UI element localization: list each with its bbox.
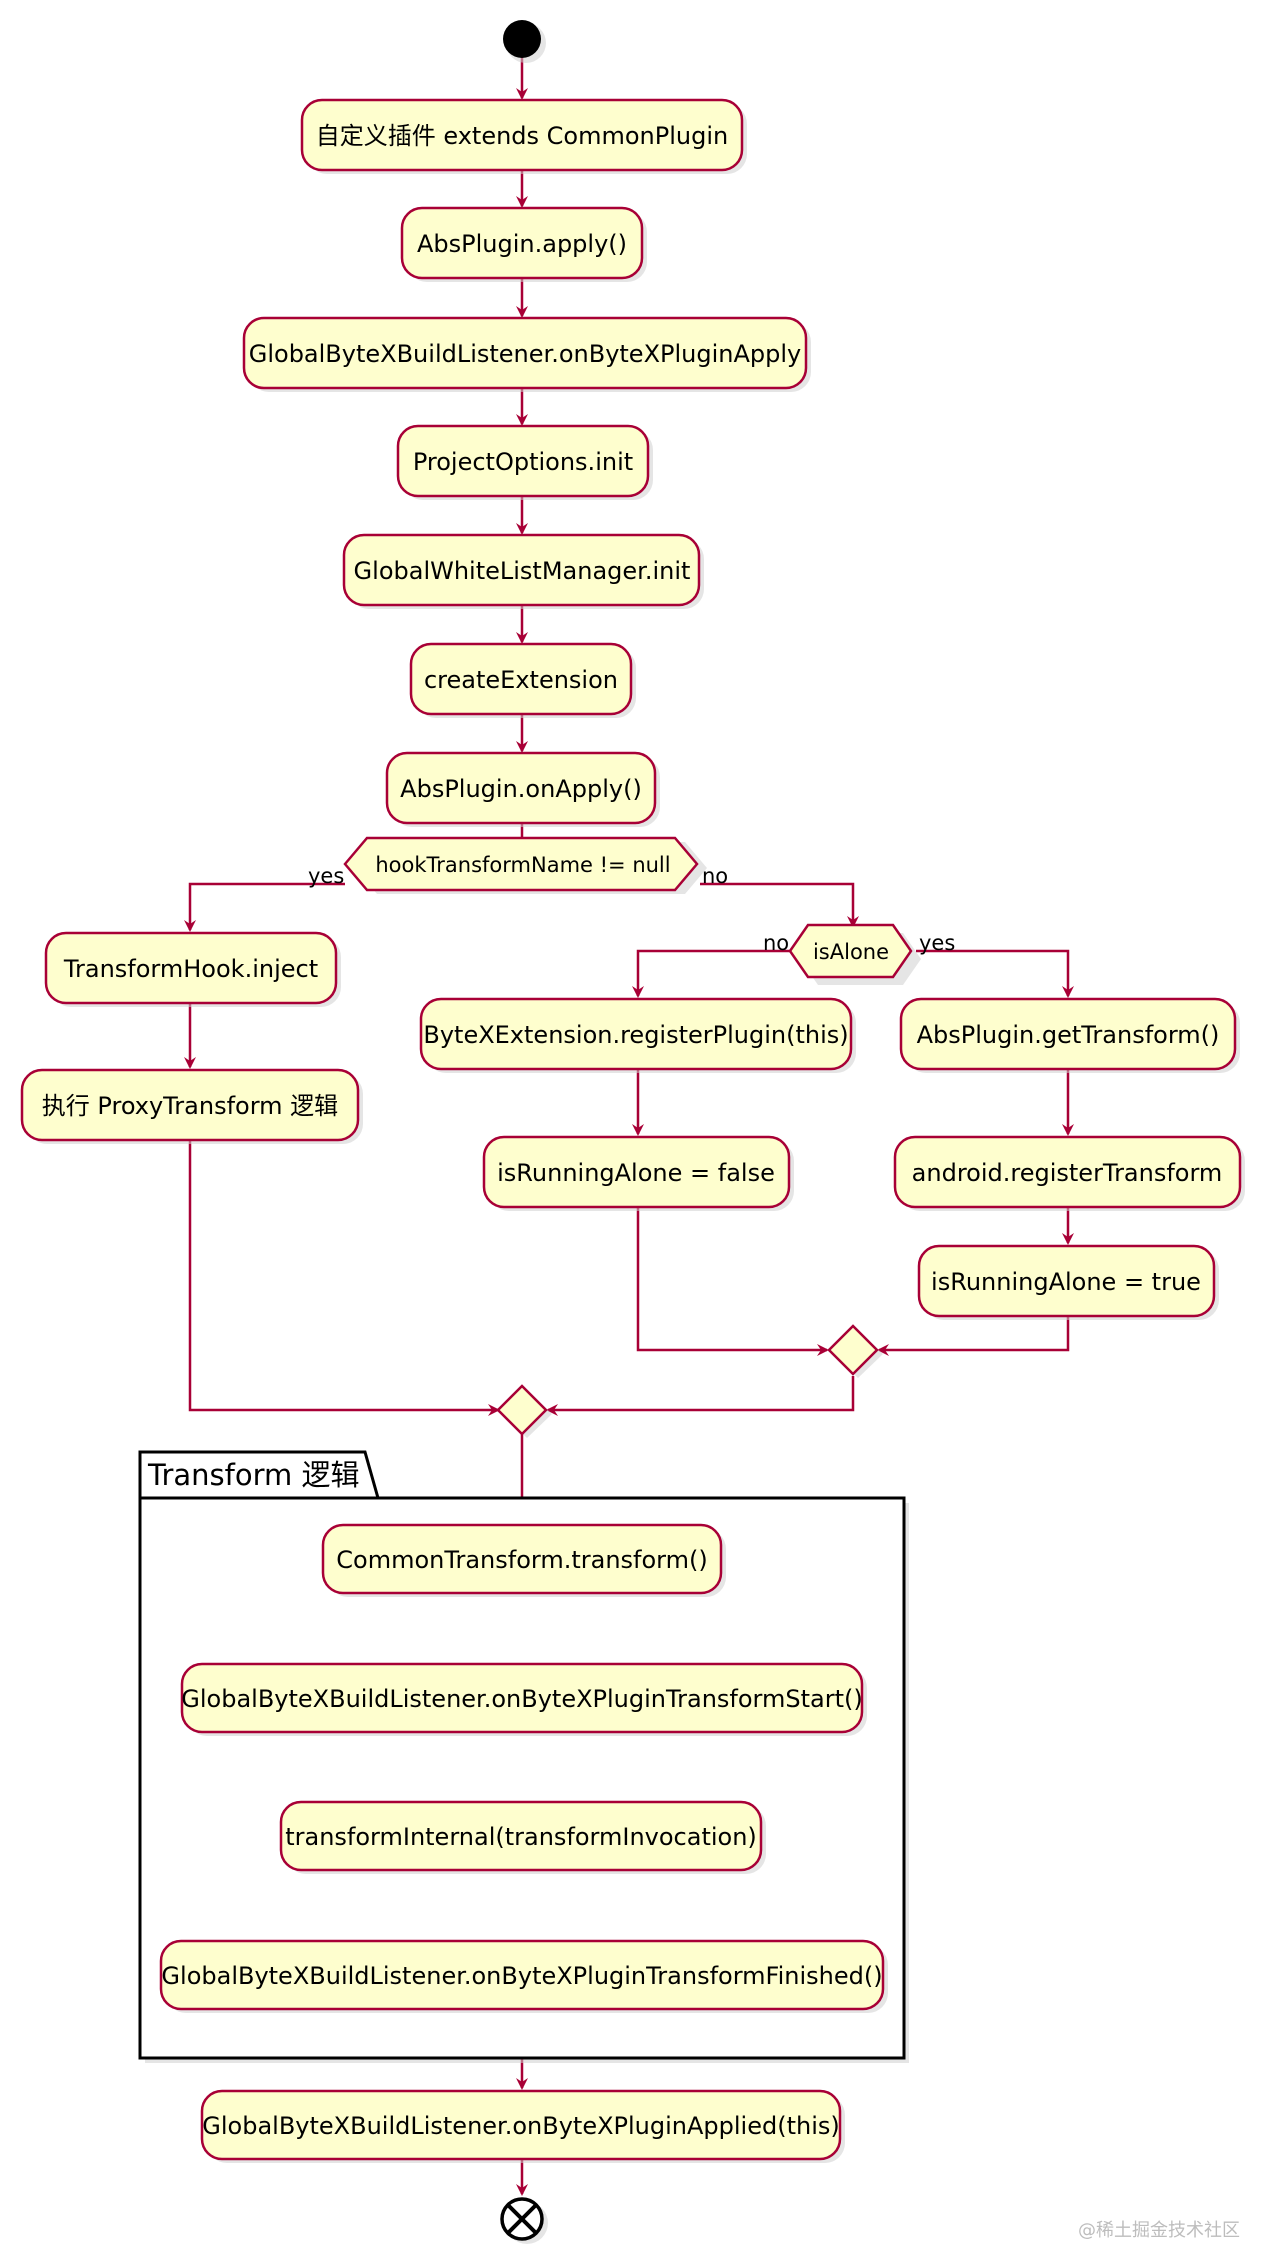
node-custom-plugin-label: 自定义插件 extends CommonPlugin [316,122,729,150]
decision-hook-label: hookTransformName != null [375,853,670,877]
node-transform-start: GlobalByteXBuildListener.onByteXPluginTr… [180,1662,867,1736]
edge-inner-merge-outer [546,1376,855,1416]
node-get-transform: AbsPlugin.getTransform() [899,997,1240,1073]
node-on-apply-label: AbsPlugin.onApply() [400,775,642,803]
node-register-transform: android.registerTransform [893,1135,1245,1211]
start-node [503,20,541,58]
group-title: Transform 逻辑 [147,1458,359,1492]
decision-is-alone: isAlone no yes [763,923,955,985]
node-running-true-label: isRunningAlone = true [931,1268,1201,1296]
node-on-apply: AbsPlugin.onApply() [385,751,660,827]
node-get-transform-label: AbsPlugin.getTransform() [917,1021,1220,1049]
edge-decision-no [700,882,859,928]
node-running-false: isRunningAlone = false [482,1135,794,1211]
node-register-transform-label: android.registerTransform [912,1159,1223,1187]
decision-hook: hookTransformName != null yes no [308,836,728,894]
node-register-plugin-label: ByteXExtension.registerPlugin(this) [423,1021,848,1049]
node-common-transform: CommonTransform.transform() [321,1523,726,1597]
branch-alone-no: no [763,931,789,955]
node-transform-finished: GlobalByteXBuildListener.onByteXPluginTr… [159,1939,888,2013]
branch-hook-no: no [702,864,728,888]
node-listener-apply-label: GlobalByteXBuildListener.onByteXPluginAp… [249,340,801,368]
node-create-extension: createExtension [409,642,636,718]
node-project-options-label: ProjectOptions.init [413,448,633,476]
node-project-options: ProjectOptions.init [396,424,653,500]
node-applied-label: GlobalByteXBuildListener.onByteXPluginAp… [202,2112,839,2140]
node-transform-hook-label: TransformHook.inject [63,955,318,983]
node-whitelist: GlobalWhiteListManager.init [342,533,704,609]
merge-outer [496,1384,548,1436]
end-node [500,2197,548,2244]
node-register-plugin: ByteXExtension.registerPlugin(this) [419,997,856,1073]
watermark: @稀土掘金技术社区 [1078,2220,1240,2241]
node-transform-start-label: GlobalByteXBuildListener.onByteXPluginTr… [181,1685,862,1713]
group-tab [138,1450,380,1500]
node-create-extension-label: createExtension [424,666,618,694]
node-running-true: isRunningAlone = true [917,1244,1219,1320]
branch-alone-yes: yes [919,931,955,955]
node-common-transform-label: CommonTransform.transform() [336,1546,707,1574]
edge-alone-yes [916,949,1074,998]
node-abs-apply: AbsPlugin.apply() [400,206,647,282]
node-whitelist-label: GlobalWhiteListManager.init [354,557,691,585]
edge-decision-yes [184,882,345,932]
node-transform-internal-label: transformInternal(transformInvocation) [285,1823,757,1851]
edge-proxy-merge [188,1138,500,1416]
node-proxy-transform-label: 执行 ProxyTransform 逻辑 [42,1092,338,1120]
merge-inner [827,1324,879,1376]
decision-is-alone-label: isAlone [813,940,889,964]
edge-false-merge [636,1205,829,1356]
node-applied: GlobalByteXBuildListener.onByteXPluginAp… [200,2089,845,2163]
node-transform-finished-label: GlobalByteXBuildListener.onByteXPluginTr… [161,1962,882,1990]
node-custom-plugin: 自定义插件 extends CommonPlugin [300,98,747,174]
node-abs-apply-label: AbsPlugin.apply() [417,230,627,258]
node-proxy-transform: 执行 ProxyTransform 逻辑 [20,1068,363,1144]
node-transform-hook: TransformHook.inject [44,931,341,1007]
node-listener-apply: GlobalByteXBuildListener.onByteXPluginAp… [242,316,811,392]
node-transform-internal: transformInternal(transformInvocation) [279,1800,766,1874]
node-running-false-label: isRunningAlone = false [497,1159,775,1187]
edge-true-merge [877,1314,1070,1356]
branch-hook-yes: yes [308,864,344,888]
edge-alone-no [632,949,790,998]
